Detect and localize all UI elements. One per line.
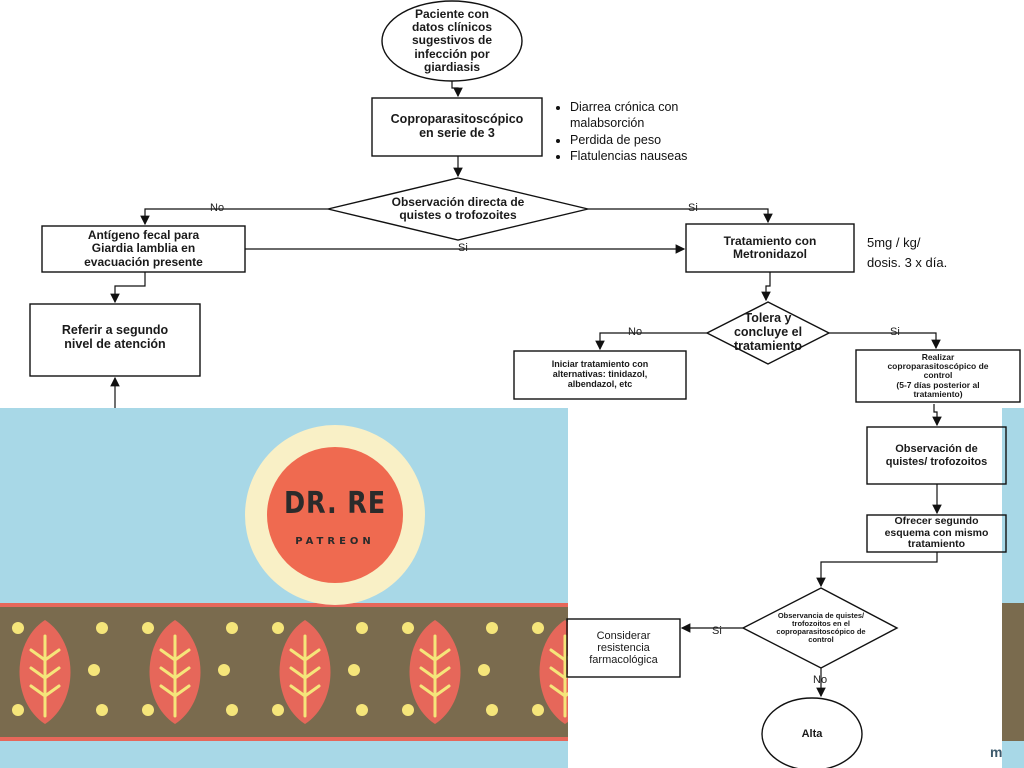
pattern-dot (226, 622, 238, 634)
pattern-leaf-vein (419, 634, 451, 718)
node-resistance-shape (566, 618, 681, 678)
node-antigen: Antígeno fecal para Giardia lamblia en e… (84, 228, 203, 269)
corner-watermark-text: m (990, 744, 1003, 760)
pattern-band-edge-bottom (0, 737, 568, 741)
node-second-scheme: Ofrecer segundo esquema con mismo tratam… (884, 515, 989, 551)
pattern-dot (96, 622, 108, 634)
node-copro: Coproparasitoscópico en serie de 3 (390, 112, 524, 140)
pattern-dot (532, 622, 544, 634)
node-alternatives-shape (513, 350, 687, 400)
symptom-item: Diarrea crónica con malabsorción (570, 99, 710, 132)
edge-observation-treatment (588, 208, 773, 224)
pattern-band-edge-top (0, 603, 568, 607)
pattern-dot (486, 704, 498, 716)
pattern-dot (142, 704, 154, 716)
logo-subtitle: PATREON (295, 536, 375, 547)
symptoms-note: Diarrea crónica con malabsorción Perdida… (550, 99, 710, 164)
node-resistance: Considerar resistencia farmacológica (589, 629, 658, 667)
flowchart-panel-top (0, 0, 1024, 408)
edge-label-observance-no: No (813, 674, 828, 686)
logo-inner-circle (267, 447, 403, 583)
symptom-item: Flatulencias nauseas (570, 148, 710, 164)
pattern-dot (226, 704, 238, 716)
pattern-leaf-vein (29, 634, 61, 718)
node-tolerate: Tolera y concluye el tratamiento (733, 311, 803, 353)
pattern-leaf-vein (289, 634, 321, 718)
node-copro-shape (371, 97, 543, 157)
node-discharge-shape (761, 697, 863, 768)
node-tolerate-shape (705, 301, 831, 365)
node-observation: Observación directa de quistes o trofozo… (391, 194, 525, 222)
pattern-dot (272, 704, 284, 716)
pattern-dot (12, 622, 24, 634)
symptom-item: Perdida de peso (570, 132, 710, 148)
edge-label-observance-si: Si (712, 625, 722, 637)
pattern-dot (402, 622, 414, 634)
pattern-dot (96, 704, 108, 716)
pattern-dot (356, 622, 368, 634)
node-observation-shape (327, 177, 589, 241)
node-observation2: Observación de quistes/ trofozoitos (885, 443, 988, 468)
node-refer: Referir a segundo nivel de atención (61, 323, 169, 351)
node-control-shape (855, 349, 1021, 403)
pattern-dot (478, 664, 490, 676)
edge-observation-antigen (140, 208, 328, 226)
edge-tolerate-control (829, 332, 941, 350)
edge-control-observation2 (932, 404, 942, 427)
pattern-leaf-vein (159, 634, 191, 718)
pattern-dot (402, 704, 414, 716)
pattern-dot (486, 622, 498, 634)
pattern-dot (88, 664, 100, 676)
edge-label-obs-no: No (210, 202, 225, 214)
edge-treatment-tolerate (761, 272, 771, 302)
dose-note: 5mg / kg/ dosis. 3 x día. (867, 235, 948, 270)
edge-label-obs-si: Si (688, 202, 698, 214)
symptoms-list: Diarrea crónica con malabsorción Perdida… (550, 99, 710, 164)
edge-label-tol-si: Si (890, 326, 900, 338)
node-refer-shape (29, 303, 201, 377)
edge-second-observance (816, 552, 938, 588)
pattern-dot (218, 664, 230, 676)
decorative-background (0, 408, 1024, 768)
pattern-band-right (1002, 603, 1024, 741)
pattern-dot (272, 622, 284, 634)
pattern-dot (348, 664, 360, 676)
edge-start-copro (451, 81, 463, 98)
node-treatment: Tratamiento con Metronidazol (723, 233, 817, 261)
edge-tolerate-alternatives (595, 332, 707, 351)
edge-label-tol-no: No (628, 326, 643, 338)
flowchart-panel-right (568, 408, 1002, 768)
node-control: Realizar coproparasitoscópico de control… (887, 351, 989, 400)
pattern-dot (12, 704, 24, 716)
node-discharge: Alta (801, 727, 823, 740)
pattern-dot (142, 622, 154, 634)
edge-label-antigen-si: Si (458, 242, 468, 254)
node-start: Paciente con datos clínicos sugestivos d… (411, 7, 493, 74)
node-alternatives: Iniciar tratamiento con alternativas: ti… (551, 359, 649, 389)
logo-title: DR. RE (284, 486, 386, 521)
edge-antigen-refer (110, 272, 146, 304)
node-observance: Observancia de quistes/ trofozoitos en e… (776, 610, 866, 645)
pattern-dot (532, 704, 544, 716)
pattern-dot (356, 704, 368, 716)
